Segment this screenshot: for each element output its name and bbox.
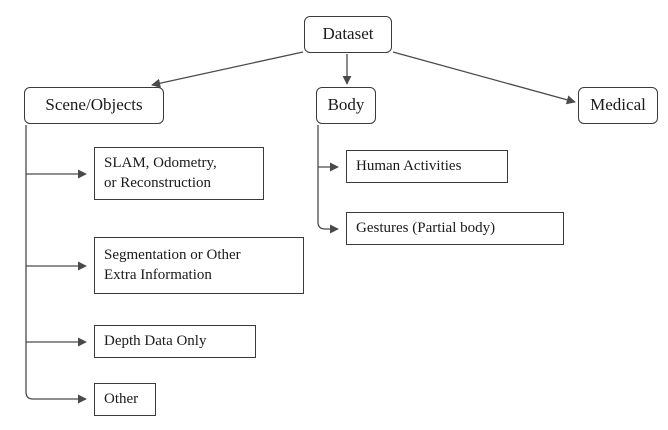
node-segmentation-label: Segmentation or Other Extra Information xyxy=(104,246,241,283)
node-human-activities-label: Human Activities xyxy=(356,157,462,174)
node-medical-label: Medical xyxy=(590,95,646,115)
node-slam-label: SLAM, Odometry, or Reconstruction xyxy=(104,154,217,191)
node-dataset-label: Dataset xyxy=(322,24,374,44)
node-human-activities[interactable]: Human Activities xyxy=(346,150,508,183)
node-depth-data-only[interactable]: Depth Data Only xyxy=(94,325,256,358)
node-slam[interactable]: SLAM, Odometry, or Reconstruction xyxy=(94,147,264,200)
node-scene-objects[interactable]: Scene/Objects xyxy=(24,87,164,124)
node-scene-objects-label: Scene/Objects xyxy=(45,95,143,115)
edge-scene-objects-trunk xyxy=(25,125,87,404)
node-segmentation[interactable]: Segmentation or Other Extra Information xyxy=(94,237,304,294)
edge-dataset-to-scene-objects xyxy=(151,51,304,88)
node-depth-data-only-label: Depth Data Only xyxy=(104,332,207,349)
edge-body-trunk xyxy=(317,125,339,234)
edge-dataset-to-medical xyxy=(392,51,576,105)
node-gestures-label: Gestures (Partial body) xyxy=(356,219,496,236)
node-body[interactable]: Body xyxy=(316,87,376,124)
node-body-label: Body xyxy=(327,95,365,115)
node-other[interactable]: Other xyxy=(94,383,156,416)
node-medical[interactable]: Medical xyxy=(578,87,658,124)
node-gestures[interactable]: Gestures (Partial body) xyxy=(346,212,564,245)
node-other-label: Other xyxy=(104,390,139,407)
node-dataset[interactable]: Dataset xyxy=(304,16,392,53)
